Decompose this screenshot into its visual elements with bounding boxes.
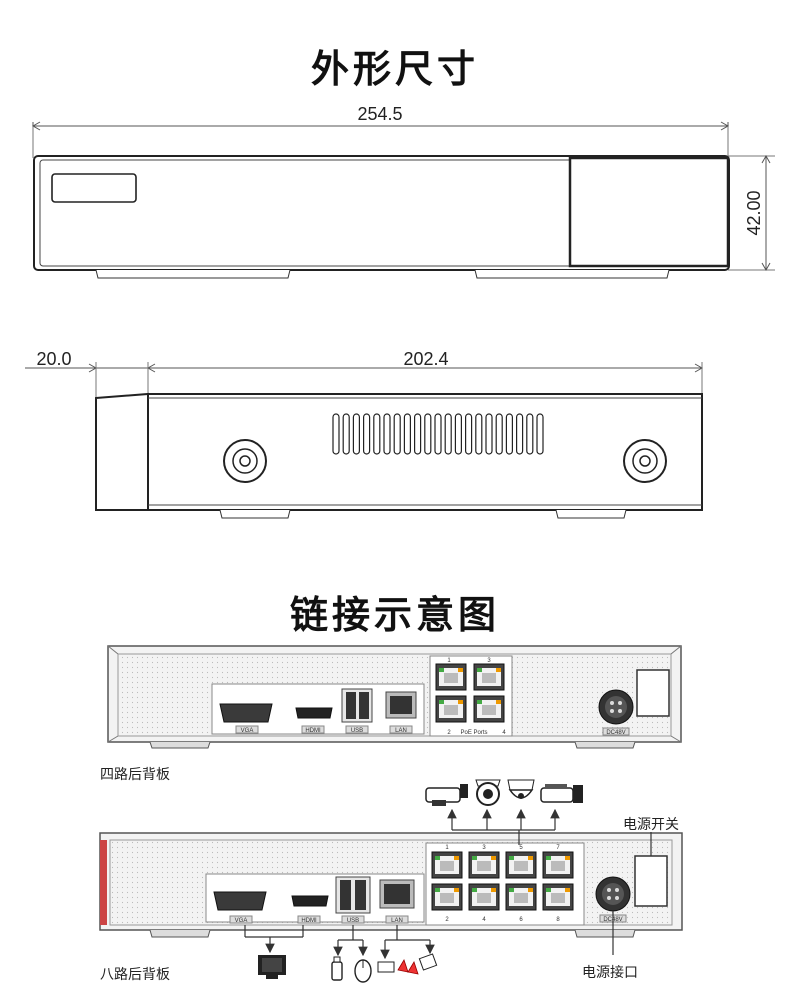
poe-port [468, 851, 500, 879]
dome-camera-icon-1 [475, 779, 501, 806]
dome-camera-icon-2 [507, 779, 535, 799]
lan-label: LAN [395, 728, 407, 734]
poe-port-number: 7 [556, 845, 560, 851]
vent-slot [383, 413, 391, 455]
vent-slot [475, 413, 483, 455]
vent-slot [465, 413, 473, 455]
connection-title: 链接示意图 [289, 593, 500, 637]
poe-port-number: 5 [519, 845, 523, 851]
poe-port [542, 851, 574, 879]
bullet-camera-icon-1 [425, 784, 468, 806]
vent-slot [495, 413, 503, 455]
usb-label: USB [351, 728, 363, 734]
poe-port-number: 6 [519, 917, 523, 923]
poe-port [505, 883, 537, 911]
vent-slot [515, 413, 524, 455]
poe-port-number: 4 [502, 730, 506, 736]
usb-label-8: USB [347, 918, 359, 924]
vent-slot [414, 413, 422, 455]
front-view: 254.5 42.00 [31, 104, 775, 279]
front-display-window [51, 173, 137, 203]
poe-port [542, 883, 574, 911]
dimensions-title: 外形尺寸 [310, 47, 479, 91]
vent-slot [444, 413, 452, 455]
vent-slots [332, 413, 544, 455]
camera-icons [425, 779, 583, 806]
poe-port [435, 695, 467, 723]
vent-slot [342, 413, 350, 455]
poe-label: PoE Ports [460, 730, 487, 736]
vent-slot [373, 413, 381, 455]
hdmi-label: HDMI [305, 728, 321, 734]
vga-label-8: VGA [235, 918, 248, 924]
poe-port [468, 883, 500, 911]
power-port-label: 电源接口 [582, 965, 638, 981]
vent-slot [485, 413, 493, 455]
poe-port [505, 851, 537, 879]
vent-slot [403, 413, 411, 455]
poe-port-number: 4 [482, 917, 486, 923]
dim-width: 254.5 [357, 104, 402, 124]
usb-drive-icon [331, 956, 343, 981]
poe-port-number: 2 [445, 917, 449, 923]
poe-ports-4: 1 3 2 4 [435, 658, 506, 736]
poe-port [473, 663, 505, 691]
monitor-icon [258, 955, 286, 979]
vent-slot [505, 413, 513, 455]
vent-slot [363, 413, 371, 455]
vent-slot [526, 413, 534, 455]
four-channel-label: 四路后背板 [100, 767, 170, 783]
front-right-panel [568, 156, 730, 268]
vent-slot [454, 413, 462, 455]
poe-port-number: 8 [556, 917, 560, 923]
peripheral-connection-lines [244, 832, 652, 960]
dim-front-offset: 20.0 [36, 349, 71, 369]
vent-slot [424, 413, 432, 455]
camera-connection-lines [447, 808, 560, 845]
poe-port-number: 2 [447, 730, 451, 736]
poe-port [435, 663, 467, 691]
lan-label-8: LAN [391, 918, 403, 924]
screw-right [623, 439, 667, 483]
poe-port-number: 1 [447, 658, 451, 664]
dc-label-4: DC48V [606, 730, 625, 736]
four-channel-back-panel: VGA HDMI USB LAN 1 3 2 4 PoE Ports DC48V [107, 645, 682, 749]
vent-slot [332, 413, 340, 455]
mouse-icon [354, 959, 372, 983]
vent-slot [536, 413, 544, 455]
vent-slot [352, 413, 360, 455]
vga-label: VGA [241, 728, 254, 734]
poe-port-number: 1 [445, 845, 449, 851]
side-view: 20.0 202.4 [25, 349, 704, 519]
network-icon [377, 953, 438, 975]
poe-port [431, 851, 463, 879]
screw-left [223, 439, 267, 483]
poe-port-number: 3 [487, 658, 491, 664]
dim-depth: 202.4 [403, 349, 448, 369]
vent-slot [393, 413, 401, 455]
poe-port [431, 883, 463, 911]
power-switch-label: 电源开关 [623, 817, 679, 833]
poe-ports-8: 1 2 3 4 5 6 7 8 [431, 845, 574, 923]
bullet-camera-icon-2 [540, 784, 583, 803]
eight-channel-label: 八路后背板 [100, 967, 170, 983]
hdmi-label-8: HDMI [301, 918, 317, 924]
poe-port [473, 695, 505, 723]
vent-slot [434, 413, 442, 455]
poe-port-number: 3 [482, 845, 486, 851]
dim-height: 42.00 [744, 190, 764, 235]
